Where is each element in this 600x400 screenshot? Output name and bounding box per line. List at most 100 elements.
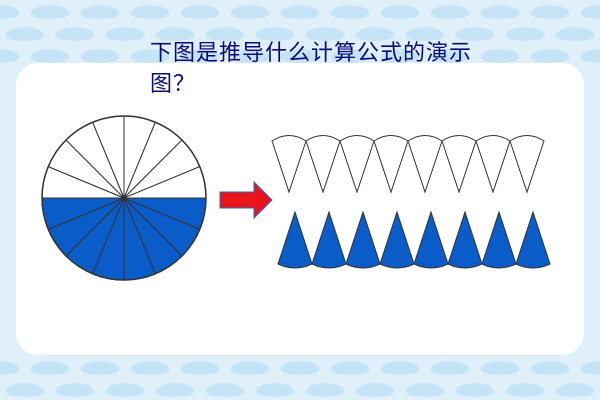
cloud-shape	[180, 7, 200, 19]
cloud-shape	[255, 29, 275, 41]
blue-sector	[379, 210, 415, 269]
cloud-shape	[205, 29, 225, 41]
cloud-shape	[505, 29, 525, 41]
cloud-shape	[200, 363, 220, 375]
question-text: 下图是推导什么计算公式的演示图？	[150, 41, 473, 97]
cloud-shape	[500, 51, 520, 63]
cloud-shape	[250, 7, 270, 19]
cloud-shape	[530, 363, 550, 375]
cloud-shape	[100, 7, 120, 19]
circle-outline	[41, 115, 207, 281]
blue-sector	[515, 210, 551, 269]
cloud-shape	[550, 51, 570, 63]
cloud-shape	[355, 29, 375, 41]
cloud-shape	[25, 29, 45, 41]
cloud-shape	[105, 385, 125, 397]
cloud-shape	[100, 51, 120, 63]
cloud-shape	[330, 7, 350, 19]
cloud-shape	[130, 7, 150, 19]
cloud-shape	[230, 363, 250, 375]
cloud-shape	[500, 7, 520, 19]
blue-sector	[277, 210, 313, 269]
white-sector	[271, 135, 307, 194]
white-sector	[475, 135, 511, 194]
cloud-shape	[450, 7, 470, 19]
cloud-shape	[400, 7, 420, 19]
cloud-shape	[55, 385, 75, 397]
cloud-shape	[405, 385, 425, 397]
cloud-shape	[480, 363, 500, 375]
cloud-shape	[200, 51, 220, 63]
cloud-shape	[205, 385, 225, 397]
cloud-shape	[380, 51, 400, 63]
cloud-shape	[525, 29, 545, 41]
cloud-shape	[105, 29, 125, 41]
cloud-shape	[80, 51, 100, 63]
cloud-shape	[150, 51, 170, 63]
blue-sector	[481, 210, 517, 269]
cloud-shape	[375, 29, 395, 41]
cloud-shape	[455, 385, 475, 397]
cloud-shape	[430, 7, 450, 19]
cloud-shape	[305, 385, 325, 397]
cloud-shape	[525, 385, 545, 397]
cloud-shape	[375, 385, 395, 397]
cloud-shape	[575, 385, 595, 397]
cloud-shape	[50, 363, 70, 375]
cloud-shape	[350, 363, 370, 375]
cloud-shape	[155, 385, 175, 397]
cloud-shape	[350, 51, 370, 63]
cloud-shape	[30, 363, 50, 375]
cloud-shape	[150, 363, 170, 375]
blue-sector	[413, 210, 449, 269]
cloud-shape	[250, 363, 270, 375]
cloud-shape	[30, 51, 50, 63]
cloud-shape	[280, 363, 300, 375]
cloud-shape	[0, 51, 20, 63]
blue-sector	[311, 210, 347, 269]
cloud-shape	[580, 51, 600, 63]
cloud-shape	[505, 385, 525, 397]
cloud-shape	[225, 29, 245, 41]
cloud-shape	[380, 363, 400, 375]
cloud-shape	[275, 385, 295, 397]
cloud-shape	[430, 51, 450, 63]
cloud-shape	[80, 363, 100, 375]
cloud-shape	[80, 7, 100, 19]
white-sector	[441, 135, 477, 194]
blue-sector	[345, 210, 381, 269]
cloud-shape	[450, 363, 470, 375]
cloud-shape	[530, 7, 550, 19]
cloud-shape	[100, 363, 120, 375]
cloud-shape	[50, 51, 70, 63]
cloud-shape	[175, 385, 195, 397]
cloud-shape	[175, 29, 195, 41]
cloud-shape	[425, 29, 445, 41]
cloud-shape	[555, 385, 575, 397]
cloud-shape	[0, 7, 20, 19]
divided-circle	[41, 115, 207, 281]
cloud-shape	[550, 363, 570, 375]
cloud-shape	[255, 385, 275, 397]
cloud-shape	[5, 29, 25, 41]
cloud-shape	[230, 7, 250, 19]
cloud-shape	[355, 385, 375, 397]
cloud-shape	[500, 363, 520, 375]
cloud-shape	[530, 51, 550, 63]
cloud-shape	[75, 385, 95, 397]
white-sector	[339, 135, 375, 194]
white-sector-row	[271, 135, 545, 194]
cloud-shape	[400, 363, 420, 375]
cloud-shape	[550, 7, 570, 19]
cloud-shape	[405, 29, 425, 41]
cloud-shape	[225, 385, 245, 397]
cloud-shape	[555, 29, 575, 41]
cloud-shape	[125, 385, 145, 397]
cloud-shape	[400, 51, 420, 63]
cloud-shape	[330, 51, 350, 63]
cloud-shape	[450, 51, 470, 63]
cloud-shape	[430, 363, 450, 375]
cloud-shape	[130, 363, 150, 375]
